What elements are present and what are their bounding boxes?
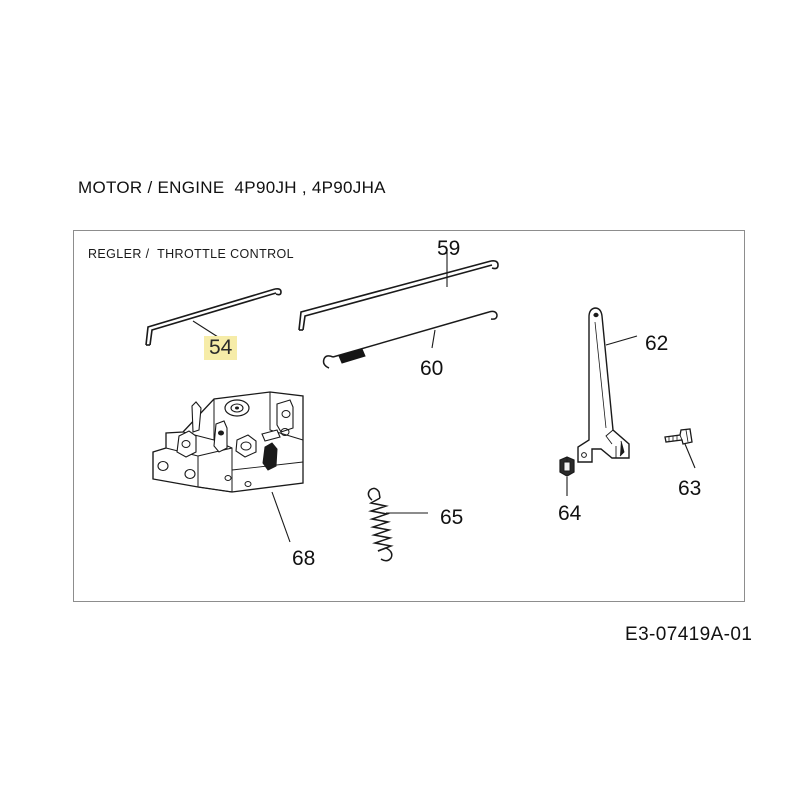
callout-64[interactable]: 64 bbox=[558, 502, 582, 525]
drawing-reference: E3-07419A-01 bbox=[625, 624, 753, 645]
callout-54[interactable]: 54 bbox=[204, 336, 238, 360]
page-title: MOTOR / ENGINE 4P90JH , 4P90JHA bbox=[78, 178, 386, 197]
callout-68[interactable]: 68 bbox=[292, 547, 316, 570]
callout-59[interactable]: 59 bbox=[437, 237, 461, 260]
callout-65[interactable]: 65 bbox=[440, 506, 464, 529]
frame-caption: REGLER / THROTTLE CONTROL bbox=[88, 247, 295, 261]
callout-62[interactable]: 62 bbox=[645, 332, 669, 355]
callout-60[interactable]: 60 bbox=[420, 357, 444, 380]
callout-63[interactable]: 63 bbox=[678, 477, 702, 500]
diagram-frame bbox=[73, 230, 745, 602]
